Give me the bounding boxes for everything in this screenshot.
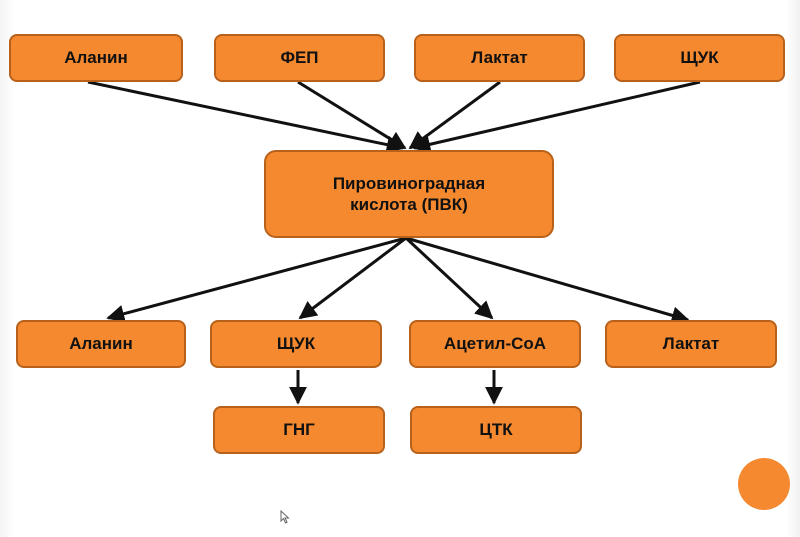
arrow-shchuk-to-pvk (412, 80, 701, 154)
node-fep: ФЕП (214, 34, 385, 82)
node-ctk: ЦТК (410, 406, 582, 454)
node-gng: ГНГ (213, 406, 385, 454)
decorative-circle (738, 458, 790, 510)
node-acetil-coa: Ацетил-СоА (409, 320, 581, 368)
node-pvk: Пировиноградная кислота (ПВК) (264, 150, 554, 238)
node-laktat-source: Лактат (414, 34, 585, 82)
arrow-pvk-to-alanin (106, 236, 407, 323)
node-alanin-product: Аланин (16, 320, 186, 368)
arrow-pvk-to-acetil (404, 236, 494, 320)
arrow-pvk-to-laktat (405, 236, 690, 325)
arrow-alanin-to-pvk (87, 80, 405, 154)
node-shchuk-product: ЩУК (210, 320, 382, 368)
node-laktat-product: Лактат (605, 320, 777, 368)
arrow-pvk-to-shchuk (298, 236, 407, 320)
node-shchuk-source: ЩУК (614, 34, 785, 82)
node-alanin-source: Аланин (9, 34, 183, 82)
arrow-fep-to-pvk (297, 80, 407, 150)
mouse-cursor-icon (280, 510, 290, 524)
